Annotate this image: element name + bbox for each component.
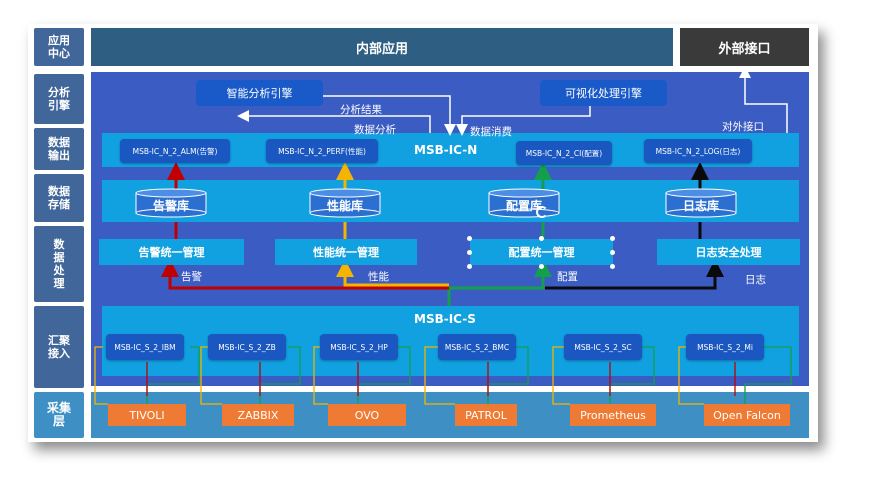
label-data-consumption: 数据消费: [470, 126, 512, 138]
mgmt-log: 日志安全处理: [657, 239, 800, 265]
selection-handle: [467, 236, 472, 241]
label-analysis-result: 分析结果: [340, 104, 382, 116]
tool-patrol: PATROL: [455, 404, 517, 426]
msb-n-node-ci: MSB-IC_N_2_CI(配置): [516, 141, 612, 165]
label-data-analysis: 数据分析: [354, 124, 396, 136]
db-alarm: 告警库: [135, 188, 207, 218]
selection-handle: [610, 264, 615, 269]
selection-handle: [467, 250, 472, 255]
visualization-engine: 可视化处理引擎: [540, 80, 667, 106]
db-log: 日志库: [665, 188, 737, 218]
tool-prometheus: Prometheus: [570, 404, 656, 426]
msb-s-node-mi: MSB-IC_S_2_Mi: [686, 334, 764, 360]
route-label-alarm: 告警: [181, 271, 202, 283]
selection-handle: [467, 264, 472, 269]
mgmt-alarm: 告警统一管理: [99, 239, 244, 265]
tool-ovo: OVO: [328, 404, 406, 426]
msb-s-node-hp: MSB-IC_S_2_HP: [320, 334, 398, 360]
msb-s-node-sc: MSB-IC_S_2_SC: [564, 334, 642, 360]
msb-s-node-bmc: MSB-IC_S_2_BMC: [438, 334, 516, 360]
mgmt-config: 配置统一管理: [470, 239, 613, 265]
msb-n-node-alm: MSB-IC_N_2_ALM(告警): [120, 139, 230, 163]
db-log-label: 日志库: [682, 199, 719, 213]
layer-app-center: 应用中心: [34, 28, 84, 66]
route-label-performance: 性能: [368, 271, 389, 283]
msb-s-node-ibm: MSB-IC_S_2_IBM: [106, 334, 184, 360]
selection-handle: [610, 250, 615, 255]
layer-data-processing: 数据处理: [34, 226, 84, 302]
label-external-interface: 对外接口: [722, 121, 764, 133]
mgmt-performance: 性能统一管理: [275, 239, 417, 265]
msb-ic-s-title: MSB-IC-S: [414, 312, 476, 326]
db-performance-label: 性能库: [326, 199, 363, 213]
layer-aggregation-access: 汇聚接入: [34, 306, 84, 388]
db-config: 配置库: [488, 188, 560, 218]
selection-handle: [539, 236, 544, 241]
route-label-log: 日志: [745, 274, 766, 286]
db-alarm-label: 告警库: [152, 199, 189, 213]
msb-n-node-log: MSB-IC_N_2_LOG(日志): [644, 139, 752, 163]
layer-analysis-engine: 分析引擎: [34, 74, 84, 124]
selection-handle: [539, 264, 544, 269]
tool-tivoli: TIVOLI: [108, 404, 186, 426]
rotate-icon: [536, 206, 548, 218]
selection-handle: [610, 236, 615, 241]
tool-zabbix: ZABBIX: [222, 404, 294, 426]
msb-ic-n-title: MSB-IC-N: [414, 143, 478, 157]
layer-data-output: 数据输出: [34, 128, 84, 170]
internal-apps-bar: 内部应用: [91, 28, 673, 66]
msb-s-node-zb: MSB-IC_S_2_ZB: [208, 334, 286, 360]
smart-analysis-engine: 智能分析引擎: [196, 80, 323, 106]
route-label-config: 配置: [557, 271, 578, 283]
external-interface-bar: 外部接口: [680, 28, 809, 66]
tool-open-falcon: Open Falcon: [704, 404, 790, 426]
msb-n-node-perf: MSB-IC_N_2_PERF(性能): [266, 139, 378, 163]
db-performance: 性能库: [309, 188, 381, 218]
layer-data-storage: 数据存储: [34, 174, 84, 222]
layer-collection: 采集层: [34, 392, 84, 438]
collection-band: [91, 392, 809, 438]
db-config-label: 配置库: [505, 199, 542, 213]
